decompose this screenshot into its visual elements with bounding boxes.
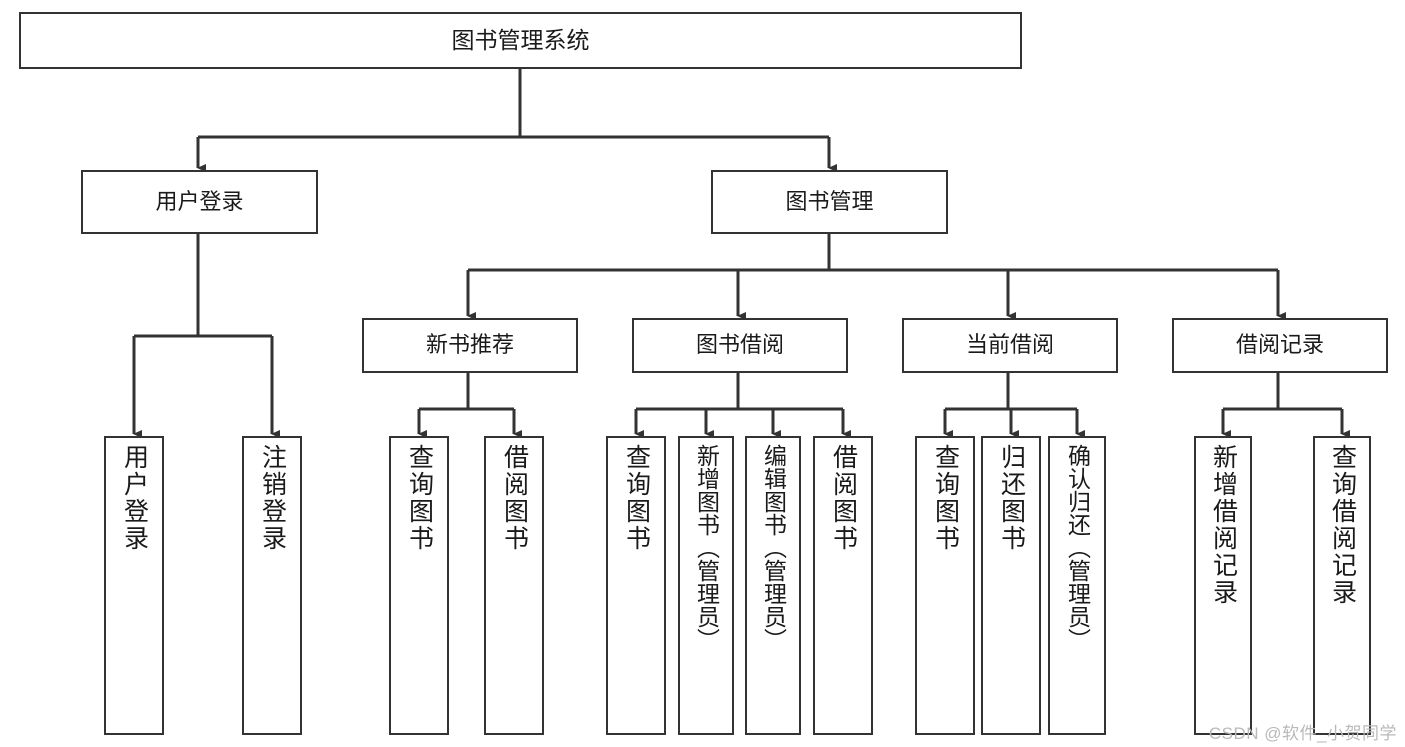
node-label: 借阅图书	[500, 444, 529, 552]
level2-node-3[interactable]: 借阅记录	[1172, 318, 1388, 373]
leaf-node-4[interactable]: 查询图书	[606, 436, 666, 735]
leaf-node-3[interactable]: 借阅图书	[484, 436, 544, 735]
root-node[interactable]: 图书管理系统	[19, 12, 1022, 69]
leaf-node-0[interactable]: 用户登录	[104, 436, 164, 735]
node-label: 归还图书	[997, 444, 1026, 552]
node-label: 用户登录	[155, 188, 244, 214]
csdn-watermark: CSDN @软件_小贺同学	[1208, 724, 1397, 743]
node-label: 用户登录	[120, 444, 149, 552]
leaf-node-9[interactable]: 归还图书	[981, 436, 1041, 735]
level2-node-0[interactable]: 新书推荐	[362, 318, 578, 373]
node-label: 查询图书	[405, 444, 434, 552]
node-label: 查询图书	[931, 444, 960, 552]
leaf-node-6[interactable]: 编辑图书（管理员）	[745, 436, 801, 735]
node-label: 编辑图书（管理员）	[760, 444, 787, 651]
leaf-node-1[interactable]: 注销登录	[242, 436, 302, 735]
level1-node-0[interactable]: 用户登录	[81, 170, 318, 234]
leaf-node-5[interactable]: 新增图书（管理员）	[678, 436, 734, 735]
leaf-node-12[interactable]: 查询借阅记录	[1313, 436, 1371, 735]
node-label: 当前借阅	[965, 332, 1054, 358]
node-label: 新书推荐	[425, 332, 514, 358]
level2-node-1[interactable]: 图书借阅	[632, 318, 848, 373]
node-label: 查询借阅记录	[1328, 444, 1357, 606]
node-label: 确认归还（管理员）	[1064, 444, 1091, 651]
node-label: 借阅图书	[829, 444, 858, 552]
node-label: 新增借阅记录	[1209, 444, 1238, 606]
node-label: 图书管理系统	[451, 27, 590, 54]
node-label: 借阅记录	[1235, 332, 1324, 358]
node-label: 注销登录	[258, 444, 287, 552]
node-label: 图书管理	[785, 188, 874, 214]
leaf-node-10[interactable]: 确认归还（管理员）	[1048, 436, 1106, 735]
leaf-node-8[interactable]: 查询图书	[915, 436, 975, 735]
node-label: 图书借阅	[695, 332, 784, 358]
leaf-node-11[interactable]: 新增借阅记录	[1194, 436, 1252, 735]
leaf-node-2[interactable]: 查询图书	[389, 436, 449, 735]
node-label: 查询图书	[622, 444, 651, 552]
node-label: 新增图书（管理员）	[693, 444, 720, 651]
leaf-node-7[interactable]: 借阅图书	[813, 436, 873, 735]
level2-node-2[interactable]: 当前借阅	[902, 318, 1118, 373]
level1-node-1[interactable]: 图书管理	[711, 170, 948, 234]
connector-lines	[132, 69, 1350, 438]
